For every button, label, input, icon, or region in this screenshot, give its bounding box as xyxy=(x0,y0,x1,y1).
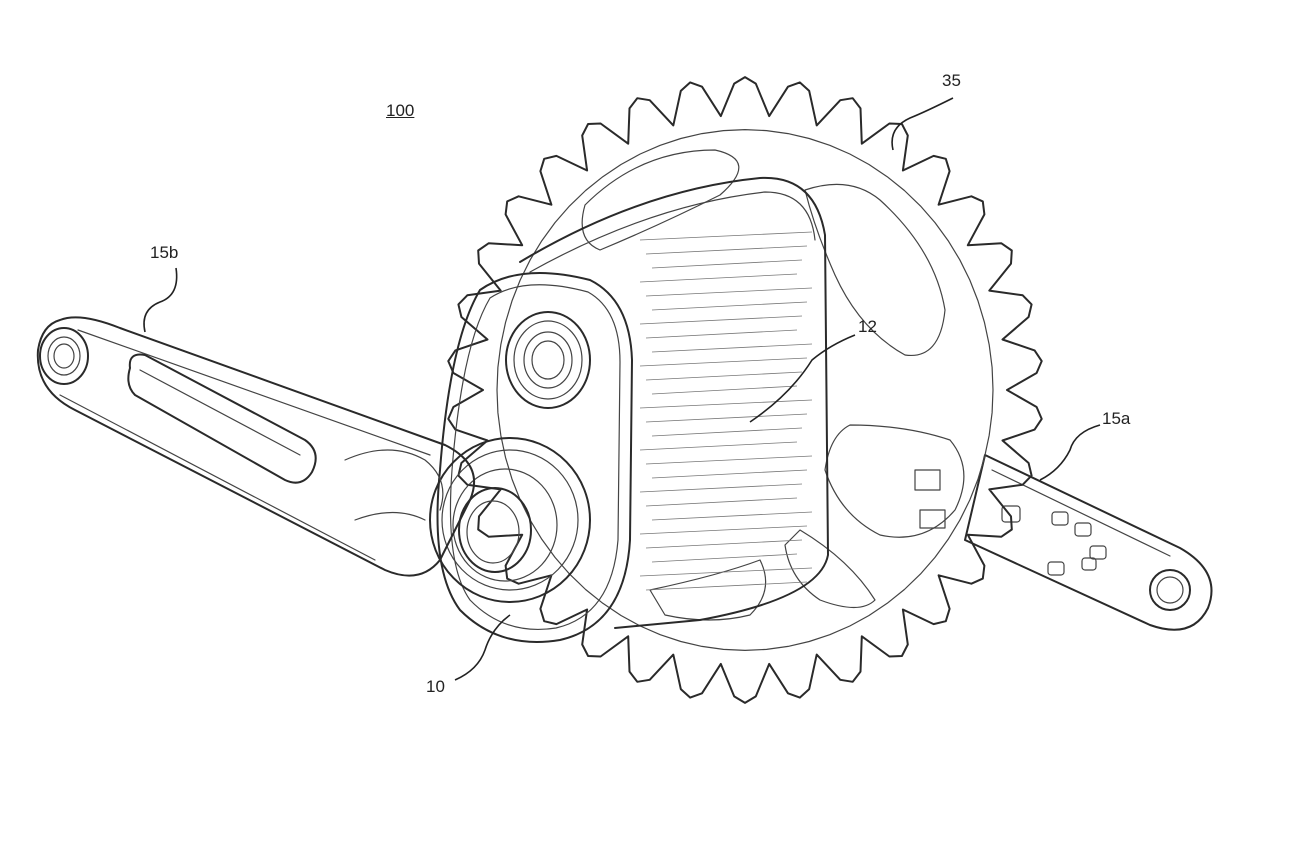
housing-hatch-line xyxy=(645,329,798,339)
housing-hatch-line xyxy=(651,343,813,353)
housing-hatch-line xyxy=(645,371,803,381)
housing-hatch-line xyxy=(645,245,808,255)
housing-hatch-line xyxy=(645,287,813,297)
housing-hatch-line xyxy=(645,497,798,507)
housing-hatch-line xyxy=(651,511,813,521)
housing-hatch-line xyxy=(639,525,808,535)
ref-numeral-chainring: 35 xyxy=(942,71,961,90)
housing-hatch-line xyxy=(651,259,803,269)
leader-10 xyxy=(454,614,511,681)
housing-hatch-line xyxy=(639,567,813,577)
housing-hatch-line xyxy=(651,301,808,311)
chainring xyxy=(447,76,1043,704)
crank-arm-left xyxy=(36,316,475,577)
leader-35 xyxy=(891,97,954,151)
crank-arm-right xyxy=(964,454,1213,631)
housing-hatch-line xyxy=(651,385,798,395)
housing-hatch-line xyxy=(639,357,808,367)
ref-numeral-motor-unit: 10 xyxy=(426,677,445,696)
ref-numeral-crank-arm-right: 15a xyxy=(1102,409,1131,428)
motor-unit-front-plate xyxy=(429,271,633,643)
ref-numeral-assembly: 100 xyxy=(386,101,415,120)
leader-15b xyxy=(143,267,178,333)
housing-hatch-line xyxy=(639,273,798,283)
housing-hatch-line xyxy=(639,315,803,325)
housing-hatch-line xyxy=(639,483,803,493)
ref-numeral-crank-arm-left: 15b xyxy=(150,243,179,262)
leader-lines xyxy=(143,97,1101,681)
housing-hatch-line xyxy=(651,469,808,479)
ref-numeral-housing: 12 xyxy=(858,317,877,336)
motor-housing xyxy=(519,176,829,629)
housing-hatch-line xyxy=(645,539,803,549)
housing-hatch-line xyxy=(645,455,813,465)
housing-hatch-line xyxy=(639,231,813,241)
leader-12 xyxy=(749,334,856,423)
leader-15a xyxy=(1039,424,1101,481)
housing-hatch-line xyxy=(645,581,808,591)
housing-hatch-line xyxy=(651,553,798,563)
housing-hatch-line xyxy=(645,413,808,423)
housing-hatch-line xyxy=(639,399,813,409)
housing-hatch-line xyxy=(651,427,803,437)
housing-hatch-line xyxy=(639,441,798,451)
